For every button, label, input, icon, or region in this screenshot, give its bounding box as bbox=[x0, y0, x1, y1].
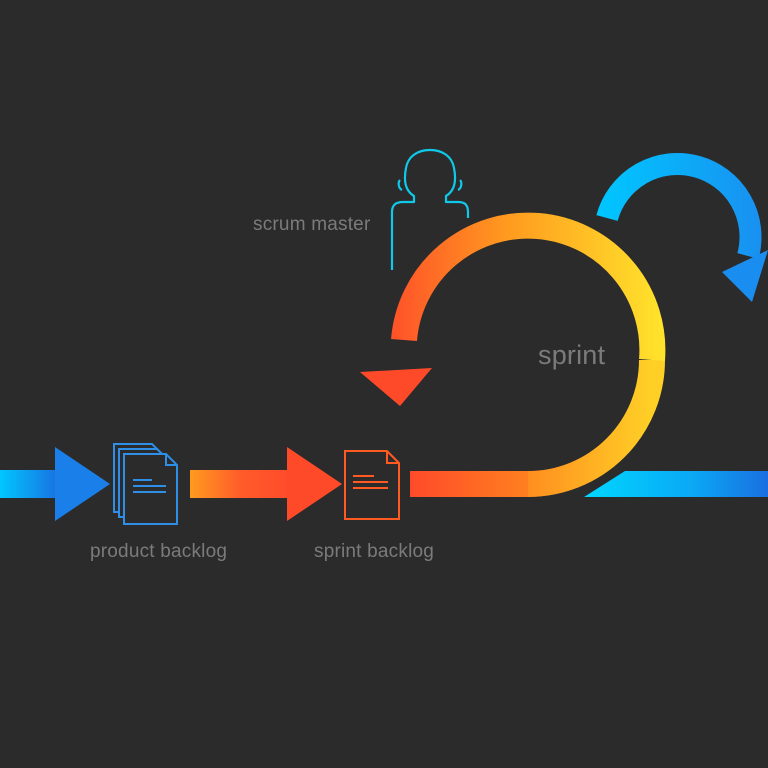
scrum-master-icon bbox=[390, 148, 470, 270]
product-backlog-documents-icon bbox=[113, 443, 178, 525]
incoming-flow-arrow bbox=[0, 447, 110, 521]
backlog-transfer-arrow bbox=[190, 447, 342, 521]
sprint-label: sprint bbox=[538, 340, 606, 370]
sprint-loop bbox=[360, 212, 666, 497]
sprint-backlog-label: sprint backlog bbox=[314, 541, 435, 562]
daily-loop bbox=[596, 153, 768, 302]
outgoing-flow-arrow bbox=[584, 471, 768, 497]
sprint-backlog-document-icon bbox=[344, 450, 400, 520]
scrum-master-label: scrum master bbox=[253, 214, 371, 235]
product-backlog-label: product backlog bbox=[90, 541, 228, 562]
